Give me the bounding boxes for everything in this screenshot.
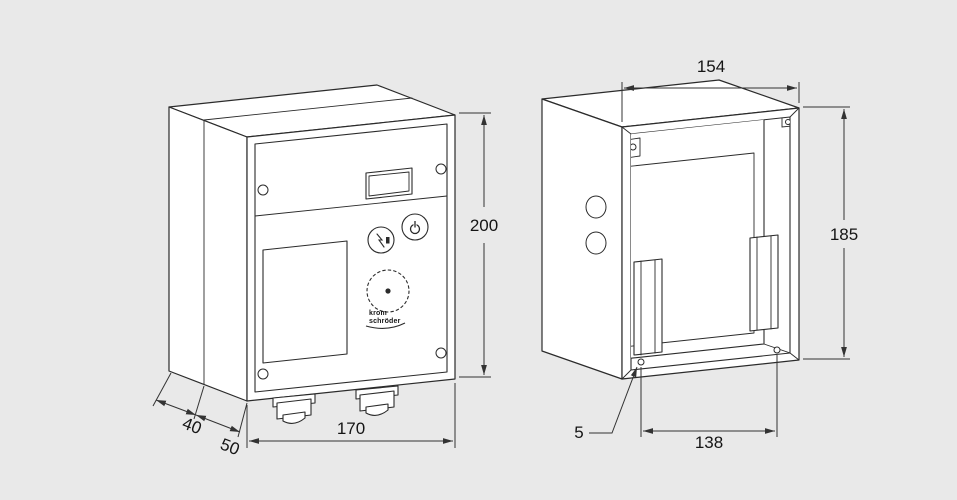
reset-lightning-icon: [376, 233, 390, 248]
front-panel: krom schröder: [254, 123, 448, 393]
cable-gland-right: [355, 385, 399, 416]
dimension-hole-offset-label: 5: [574, 423, 583, 442]
knockout-hole: [585, 231, 607, 255]
knob-center-dot: [385, 288, 391, 294]
dimension-rear-height: 185: [803, 106, 858, 360]
panel-screw: [257, 368, 269, 380]
enclosure-interior: [631, 117, 790, 370]
mounting-hole-bottom-left: [637, 358, 645, 366]
dimension-depth-front-label: 50: [218, 435, 242, 460]
reset-button: [367, 226, 395, 254]
dimension-height: 200: [459, 112, 498, 378]
front-view: krom schröder 200 170 40: [152, 84, 498, 460]
power-button: [401, 213, 429, 241]
panel-screw: [257, 184, 269, 196]
cable-gland-left: [272, 393, 316, 424]
dimension-hole-offset: 5: [574, 366, 638, 442]
knob: [366, 269, 410, 313]
brand-swoosh: [365, 322, 406, 329]
enclosure-left-face: [168, 106, 248, 402]
dimension-rear-width: 154: [621, 57, 800, 122]
mounting-hole-bottom-right: [773, 346, 781, 354]
dimension-width-label: 170: [337, 419, 365, 438]
housing-seam-top: [203, 97, 413, 121]
brand-line2: schröder: [369, 318, 401, 325]
panel-screw: [435, 163, 447, 175]
dimension-width: 170: [246, 383, 456, 448]
mounting-bracket-right: [749, 234, 779, 332]
rear-view: 154 185 138 5: [541, 57, 858, 452]
dimension-height-label: 200: [470, 216, 498, 235]
brand-logo: krom schröder: [365, 310, 406, 329]
mounting-bracket-left: [633, 258, 663, 356]
fixing-tab-top-right: [781, 117, 790, 128]
panel-screw: [435, 347, 447, 359]
dimension-hole-spacing: 138: [640, 355, 778, 452]
knockout-holes: [585, 195, 607, 255]
dimension-rear-height-label: 185: [830, 225, 858, 244]
dimension-hole-spacing-label: 138: [695, 433, 723, 452]
display-window: [262, 240, 348, 364]
fixing-tab-top-left: [631, 137, 641, 159]
knockout-hole: [585, 195, 607, 219]
lcd-display: [365, 167, 413, 200]
shell-left-face: [541, 98, 623, 380]
power-icon: [409, 220, 421, 235]
dimension-rear-width-label: 154: [697, 57, 725, 76]
knob-dashed-outline: [366, 269, 410, 313]
panel-separator-line: [254, 195, 448, 217]
brand-line1: krom: [369, 310, 387, 317]
